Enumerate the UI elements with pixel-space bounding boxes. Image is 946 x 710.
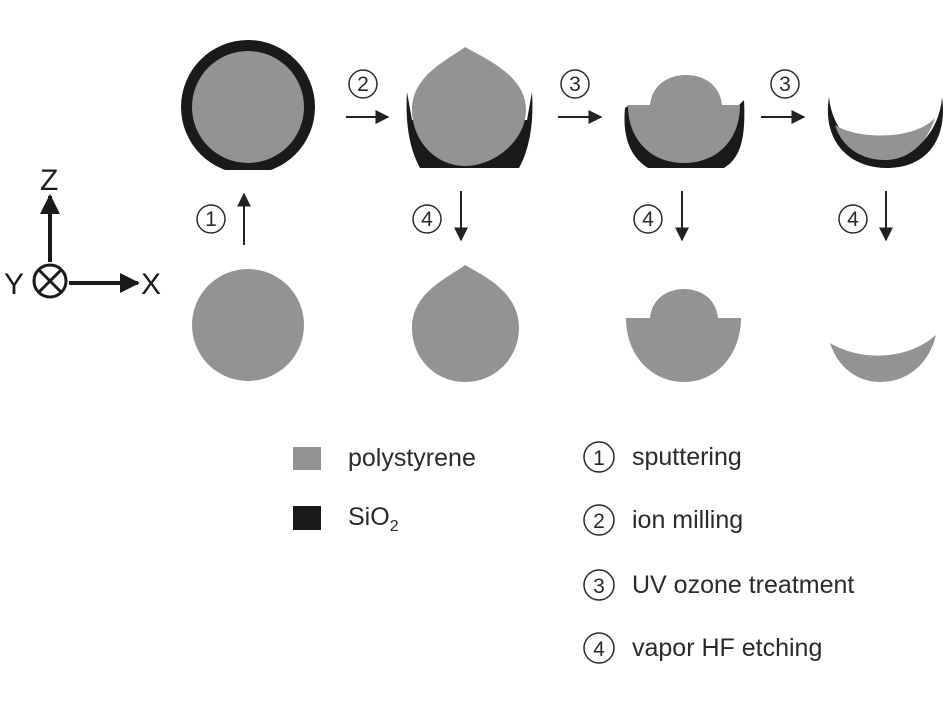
bottom-stage-3-domed-cap [626, 289, 741, 382]
polystyrene-core [835, 118, 935, 160]
top-stage-1-coated-sphere [181, 40, 315, 170]
arrow-step-1-num: 1 [205, 208, 217, 231]
arrow-step-4b-num: 4 [642, 208, 654, 231]
arrow-step-2-num: 2 [357, 73, 369, 96]
arrow-step-4a: 4 [412, 191, 468, 242]
legend-step-1: 1 sputtering [583, 441, 742, 473]
polystyrene-swatch [293, 447, 321, 470]
legend-materials: polystyrene SiO2 [293, 444, 476, 535]
z-axis-label: Z [40, 164, 58, 197]
y-axis-into-page-icon [32, 263, 68, 299]
legend-step-2-label: ion milling [632, 506, 743, 534]
legend-step-3: 3 UV ozone treatment [583, 569, 854, 601]
polystyrene-core [192, 51, 304, 163]
top-stage-4-crescent-shell [827, 97, 943, 168]
arrow-step-3b: 3 [761, 69, 806, 124]
polystyrene-core [412, 47, 526, 166]
polystyrene-core [628, 75, 740, 163]
arrow-step-3b-num: 3 [779, 73, 791, 96]
top-stage-3-ozone-treated [624, 75, 745, 168]
y-axis-label: Y [4, 268, 24, 301]
arrow-step-1: 1 [196, 192, 251, 245]
legend-steps: 1 sputtering 2 ion milling 3 UV ozone tr… [583, 441, 854, 664]
bottom-stage-1-sphere [192, 269, 304, 381]
arrow-step-2: 2 [346, 69, 390, 124]
arrow-step-4c: 4 [838, 191, 893, 242]
arrow-step-4c-num: 4 [847, 208, 859, 231]
top-stage-2-milled-sphere [406, 47, 533, 168]
legend-step-3-num: 3 [593, 575, 605, 598]
bottom-stage-2-pointed-sphere [412, 265, 519, 382]
legend-step-4-label: vapor HF etching [632, 634, 822, 662]
legend-step-4-num: 4 [593, 638, 605, 661]
arrow-step-4a-num: 4 [421, 208, 433, 231]
arrow-step-3a-num: 3 [569, 73, 581, 96]
legend-polystyrene-label: polystyrene [348, 444, 476, 472]
x-axis-label: X [141, 268, 161, 301]
sio2-swatch [293, 506, 321, 530]
bottom-stage-4-crescent [830, 335, 936, 382]
arrow-step-3a: 3 [558, 69, 603, 124]
legend-step-3-label: UV ozone treatment [632, 571, 854, 599]
legend-step-1-label: sputtering [632, 443, 742, 471]
legend-step-2-num: 2 [593, 510, 605, 533]
arrow-step-4b: 4 [633, 191, 689, 242]
legend-sio2-label: SiO2 [348, 503, 399, 535]
legend-step-4: 4 vapor HF etching [583, 632, 822, 664]
legend-step-2: 2 ion milling [583, 504, 743, 536]
coordinate-axes: Z X Y [4, 164, 161, 301]
legend-step-1-num: 1 [593, 447, 605, 470]
